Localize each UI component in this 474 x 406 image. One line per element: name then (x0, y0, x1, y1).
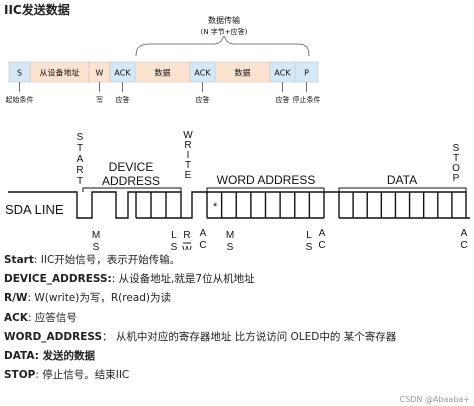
legend-desc: ： 从机中对应的寄存器地址 比方说访问 OLED中的 某个寄存器 (102, 330, 397, 343)
frame-cell-label: S (17, 69, 22, 78)
msb-label: M (226, 230, 234, 241)
stop-label: T (453, 153, 459, 164)
legend-row: DEVICE_ADDRESS:: 从设备地址,就是7位从机地址 (4, 270, 470, 289)
legend-desc: : 从设备地址,就是7位从机地址 (111, 273, 255, 286)
device-label-line1: DEVICE (109, 160, 154, 174)
frame-label: 写 (96, 96, 103, 104)
stop-label: P (453, 173, 460, 184)
msb-label: S (227, 242, 234, 250)
legend-term: DEVICE_ADDRESS: (4, 273, 112, 286)
ack-label: C (318, 240, 325, 250)
start-label: A (77, 154, 84, 165)
write-label: E (185, 170, 192, 181)
legend-row: WORD_ADDRESS： 从机中对应的寄存器地址 比方说访问 OLED中的 某… (4, 328, 470, 347)
legend-row: ACK: 应答信号 (4, 309, 470, 328)
group-title: 数据传输 (208, 15, 240, 25)
frame-label: 停止条件 (293, 95, 321, 104)
rw-label: W (182, 245, 192, 250)
frame-label: 应答 (196, 95, 210, 104)
start-label: R (76, 165, 83, 176)
data-label: DATA (387, 173, 417, 187)
msb-label: S (93, 242, 100, 250)
sda-line-label: SDA LINE (5, 202, 64, 217)
legend-row: Start: IIC开始信号，表示开始传输。 (4, 251, 470, 270)
data-transfer-brace (135, 35, 310, 57)
legend: Start: IIC开始信号，表示开始传输。DEVICE_ADDRESS:: 从… (4, 251, 470, 385)
legend-term: Start (4, 254, 34, 266)
legend-row: R/W: W(write)为写，R(read)为读 (4, 289, 470, 308)
frame-cell-label: W (96, 69, 104, 78)
rw-label: R (183, 230, 190, 241)
write-label: R (184, 140, 191, 151)
frame-label: 应答 (276, 95, 290, 104)
frame-label: 起始条件 (6, 95, 34, 104)
stop-label: S (453, 143, 460, 154)
start-label: T (77, 143, 83, 154)
frame-cell-label: 数据 (155, 68, 171, 78)
frame-cell-label: ACK (274, 69, 291, 78)
legend-desc: : W(write)为写，R(read)为读 (27, 292, 171, 305)
page-title: IIC发送数据 (4, 3, 70, 17)
ack-label: A (319, 228, 326, 239)
legend-term: ACK (4, 311, 28, 324)
frame-cell-label: 从设备地址 (40, 68, 80, 78)
legend-desc: : 发送的数据 (34, 350, 96, 363)
frame-label: 应答 (116, 95, 130, 104)
lsb-label: S (306, 242, 313, 250)
watermark: CSDN @Abaaba+ (399, 395, 470, 404)
legend-term: WORD_ADDRESS (4, 330, 103, 343)
frame-cell-label: ACK (194, 69, 211, 78)
frame-cell-label: ACK (114, 69, 131, 78)
legend-term: STOP (4, 369, 36, 382)
ack-label: A (200, 228, 207, 239)
lsb-label: L (306, 230, 312, 241)
group-subtitle: (N 字节+应答) (201, 27, 248, 36)
ack-label: A (461, 228, 468, 239)
start-label: T (77, 176, 83, 187)
legend-row: DATA: 发送的数据 (4, 347, 470, 366)
device-label-line2: ADDRESS (102, 174, 160, 188)
legend-row: STOP: 停止信号。结束IIC (4, 366, 470, 385)
start-label: S (77, 132, 84, 143)
ack-label: C (199, 240, 206, 250)
frame-cell-label: 数据 (235, 68, 251, 78)
field-brackets (82, 187, 467, 192)
i2c-diagram: 数据传输 (N 字节+应答) S 从设备地址 W ACK 数据 ACK 数据 ACK P 起始条… (5, 15, 470, 250)
ack-label: C (460, 240, 467, 250)
sda-waveform (8, 191, 470, 219)
legend-desc: : IIC开始信号，表示开始传输。 (33, 254, 181, 266)
lsb-label: S (171, 242, 178, 250)
lsb-label: L (171, 230, 177, 241)
msb-label: M (92, 230, 100, 241)
legend-term: DATA (4, 350, 35, 363)
star-marker: * (213, 201, 218, 213)
write-label: I (187, 150, 190, 161)
write-label: T (185, 160, 191, 171)
legend-desc: : 应答信号 (27, 311, 77, 324)
legend-desc: : 停止信号。结束IIC (35, 369, 130, 382)
frame-cell-label: P (304, 69, 309, 78)
write-label: W (183, 130, 193, 141)
stop-label: O (452, 163, 460, 174)
word-address-label: WORD ADDRESS (217, 173, 316, 187)
legend-term: R/W (4, 292, 28, 305)
